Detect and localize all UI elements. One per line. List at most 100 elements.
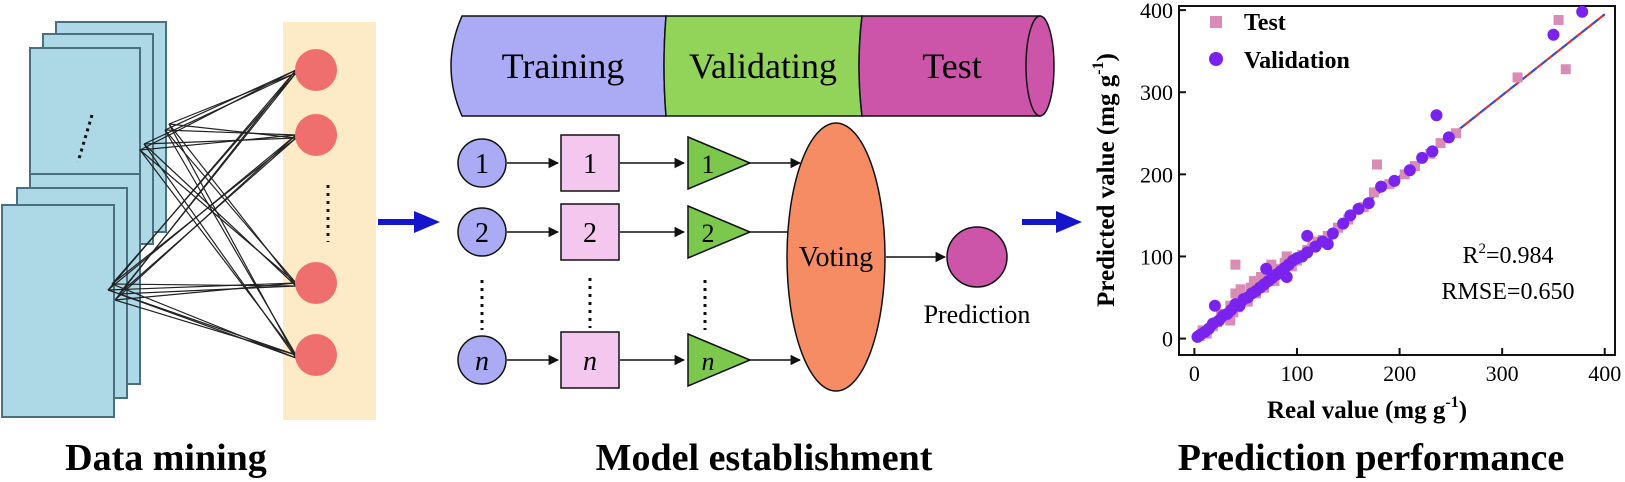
y-tick-label: 0: [1162, 327, 1173, 352]
learner-label: 2: [702, 219, 715, 248]
neuron-node: [295, 114, 337, 156]
pipeline-row: 1 1 1: [457, 134, 802, 192]
learner-label: 1: [702, 150, 715, 179]
flow-arrow-2: [1022, 211, 1082, 233]
test-label: Test: [922, 46, 981, 86]
pipeline-ellipsis: [480, 278, 707, 330]
x-tick-label: 100: [1280, 361, 1313, 386]
model-label: n: [583, 346, 597, 377]
test-point: [1281, 251, 1292, 262]
validation-point: [1362, 197, 1375, 210]
validation-point: [1280, 270, 1293, 283]
sample-label: 2: [475, 218, 489, 249]
test-point: [1399, 169, 1410, 180]
test-point: [1435, 138, 1446, 149]
validation-point: [1260, 262, 1273, 275]
legend-test-label: Test: [1244, 10, 1286, 36]
validation-point: [1576, 5, 1589, 18]
validation-point: [1442, 131, 1455, 144]
y-tick-label: 100: [1140, 244, 1173, 269]
validation-point: [1375, 180, 1388, 193]
sheet-stack-bottom: [1, 173, 141, 418]
neuron-node: [295, 262, 337, 304]
data-mining-label: Data mining: [65, 437, 267, 479]
validation-point: [1344, 209, 1357, 222]
validation-point: [1301, 229, 1314, 242]
prediction-node: [946, 226, 1008, 288]
validation-point: [1426, 145, 1439, 158]
test-point: [1230, 259, 1241, 270]
y-tick-label: 400: [1140, 0, 1173, 23]
sample-label: 1: [475, 149, 489, 180]
test-point: [1235, 284, 1246, 295]
test-point: [1230, 288, 1241, 299]
test-point: [1248, 276, 1259, 287]
legend-validation-marker: [1209, 52, 1223, 66]
model-box: [560, 134, 620, 192]
neuron-node: [295, 334, 337, 376]
validation-point: [1326, 227, 1339, 240]
sample-circle: [457, 138, 507, 188]
x-axis-title: Real value (mg g-1): [1267, 394, 1467, 424]
model-pipeline: 1 1 1 2 2 2 n n n: [457, 134, 802, 389]
x-tick-label: 200: [1383, 361, 1416, 386]
voting-label: Voting: [799, 242, 873, 273]
r-squared-annotation: R2=0.984: [1462, 241, 1553, 269]
y-tick-label: 200: [1140, 162, 1173, 187]
model-label: 2: [583, 218, 597, 249]
model-label: 1: [583, 149, 597, 180]
validation-point: [1337, 217, 1350, 230]
legend-test-marker: [1210, 16, 1222, 28]
learner-triangle: [687, 135, 752, 191]
network-connections: [107, 69, 297, 359]
validation-point: [1430, 109, 1443, 122]
validating-label: Validating: [689, 46, 837, 86]
validation-point: [1208, 299, 1221, 312]
validation-point: [1352, 202, 1365, 215]
model-section: Training Validating Test 1 1 1 2 2 2 n n n Votin…: [450, 15, 1055, 479]
voting-ellipse: [786, 122, 886, 392]
test-point: [1512, 72, 1523, 83]
x-tick-label: 400: [1588, 361, 1621, 386]
training-label: Training: [502, 46, 625, 86]
test-point: [1450, 128, 1461, 139]
neuron-column: [295, 49, 337, 376]
y-tick-label: 300: [1140, 80, 1173, 105]
test-point: [1266, 259, 1277, 270]
learner-label: n: [702, 347, 715, 376]
model-box: [560, 331, 620, 389]
test-point: [1333, 222, 1344, 233]
prediction-performance-label: Prediction performance: [1178, 437, 1565, 479]
test-point: [1371, 159, 1382, 170]
flow-arrow-1: [378, 211, 440, 233]
learner-triangle: [687, 332, 752, 388]
validation-point: [1403, 164, 1416, 177]
test-point: [1368, 187, 1379, 198]
neuron-node: [295, 49, 337, 91]
data-mining-section: Data mining: [1, 21, 376, 479]
x-tick-label: 300: [1486, 361, 1519, 386]
test-point: [1225, 315, 1236, 326]
test-point: [1560, 64, 1571, 75]
validation-point: [1416, 151, 1429, 164]
validation-point: [1321, 238, 1334, 251]
validation-series: [1191, 5, 1589, 343]
learner-triangle: [687, 204, 752, 260]
fit-line-blue: [1193, 13, 1606, 340]
test-point: [1384, 179, 1395, 190]
data-split-cylinder: Training Validating Test: [450, 15, 1055, 117]
validation-point: [1388, 174, 1401, 187]
pipeline-row: 2 2 2: [457, 203, 802, 261]
y-axis-title: Predicted value (mg g-1): [1090, 53, 1120, 307]
test-point: [1409, 161, 1420, 172]
validation-point: [1547, 28, 1560, 41]
chart-legend: Test Validation: [1209, 10, 1350, 74]
sample-circle: [457, 207, 507, 257]
model-establishment-label: Model establishment: [596, 437, 933, 479]
sample-label: n: [475, 346, 489, 377]
test-point: [1256, 271, 1267, 282]
